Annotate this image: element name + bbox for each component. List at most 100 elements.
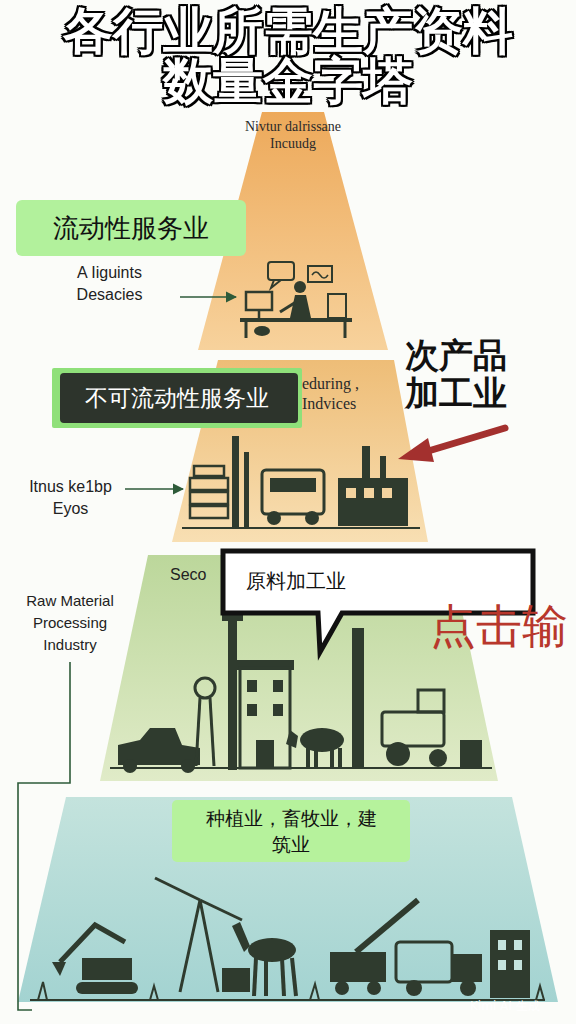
tank [460, 740, 482, 768]
tier-label-box: 种植业，畜牧业，建 筑业 [172, 800, 410, 862]
truck-cab [452, 954, 482, 982]
ground-line [30, 999, 545, 1001]
grass [38, 982, 544, 1000]
crane-truck [330, 952, 386, 982]
window [273, 704, 283, 716]
chat-icon [268, 262, 294, 280]
window [498, 960, 506, 970]
wheel [267, 511, 281, 525]
leader-arrow [180, 296, 236, 298]
horse-leg [292, 958, 296, 996]
excavator-track [76, 982, 138, 994]
derrick [180, 900, 218, 992]
window [364, 488, 374, 498]
horse-neck [232, 922, 250, 952]
person-body [290, 295, 311, 318]
watermark: Kimi AI 生成 [470, 998, 570, 1014]
monitor [246, 292, 272, 310]
chimney [362, 446, 370, 480]
tractor-cab [418, 690, 444, 712]
tower [228, 600, 237, 770]
desk-leg [245, 322, 248, 338]
wheel [406, 980, 422, 996]
machine [262, 470, 324, 514]
tier-caption: A Iiguints Desacies [72, 262, 147, 306]
shelf [328, 294, 346, 318]
pyramid-base-tier [18, 797, 558, 1002]
pyramid-tier: Seco原料加工业 [100, 553, 498, 781]
callout-label: 次产品 加工业 [405, 336, 530, 412]
tier-caption: Raw Material Processing Industry [6, 590, 134, 656]
tank-leg [210, 698, 214, 766]
stacked-crate [190, 492, 228, 504]
tank-leg [196, 698, 200, 766]
office-illustration [240, 262, 352, 338]
door [256, 740, 274, 768]
box-fill [16, 200, 246, 256]
box-fill [172, 800, 410, 862]
wheel [123, 759, 137, 773]
wheel [181, 759, 195, 773]
chat-icon-tail [271, 280, 281, 288]
leader-arrow [125, 488, 183, 490]
cow-leg [338, 748, 342, 768]
stacked-crate [194, 466, 224, 476]
node-text: 原料加工业 [246, 566, 446, 596]
monitor-stand [258, 310, 261, 318]
tower-bar [222, 615, 243, 621]
window [247, 704, 257, 716]
factory-building [338, 478, 408, 526]
ground-line [110, 767, 492, 769]
wheel [335, 981, 349, 995]
excavator-body [82, 958, 132, 980]
machine-window [270, 478, 316, 492]
cow-leg [314, 748, 318, 768]
desk [240, 318, 352, 322]
ground-line [182, 527, 420, 529]
horse-leg [282, 958, 284, 996]
crane-boom [356, 900, 418, 952]
roof [236, 660, 294, 670]
mill-building [240, 668, 290, 768]
excavator-arm [60, 925, 125, 962]
tank [195, 678, 215, 698]
derrick-boom [155, 878, 200, 900]
window [247, 680, 257, 692]
window [498, 940, 506, 950]
window [382, 488, 392, 498]
derrick-boom [200, 900, 242, 920]
window [514, 960, 522, 970]
person-arm [280, 302, 296, 312]
wheel [386, 742, 410, 766]
horse-leg [254, 958, 256, 996]
window [273, 680, 283, 692]
cow-leg [330, 748, 334, 768]
desk-leg [344, 322, 347, 338]
excavator-bucket [52, 962, 66, 976]
screen-scribble [312, 272, 328, 278]
node-text: eduring , Indvices [302, 374, 402, 414]
primary-illustration [30, 878, 545, 1000]
node-text: 不可流动性服务业 [52, 380, 302, 416]
factory-illustration [182, 436, 420, 528]
screen-icon [308, 266, 332, 282]
callout-arrow-head [398, 438, 434, 462]
node-text: 种植业，畜牧业，建 筑业 [201, 805, 381, 857]
cow-leg [306, 748, 310, 768]
tier-label-box: 不可流动性服务业 [52, 368, 302, 428]
callout-arrow [425, 428, 505, 452]
cow-head [286, 730, 298, 748]
node-text: Nivtur dalrissane Incuudg [233, 118, 353, 152]
stacked-crate [190, 478, 228, 490]
building [490, 930, 530, 998]
stacked-crate [190, 506, 228, 518]
tier-label-box: 流动性服务业 [16, 200, 246, 256]
chimney [232, 436, 239, 528]
diagram-title: 各行业所需生产资料 数量金字塔 [48, 6, 528, 106]
wheel [305, 511, 319, 525]
wheel [429, 749, 447, 767]
chimney [244, 452, 249, 528]
chimney [352, 628, 364, 768]
tractor-body [382, 712, 444, 746]
bracket-line [18, 662, 70, 1010]
